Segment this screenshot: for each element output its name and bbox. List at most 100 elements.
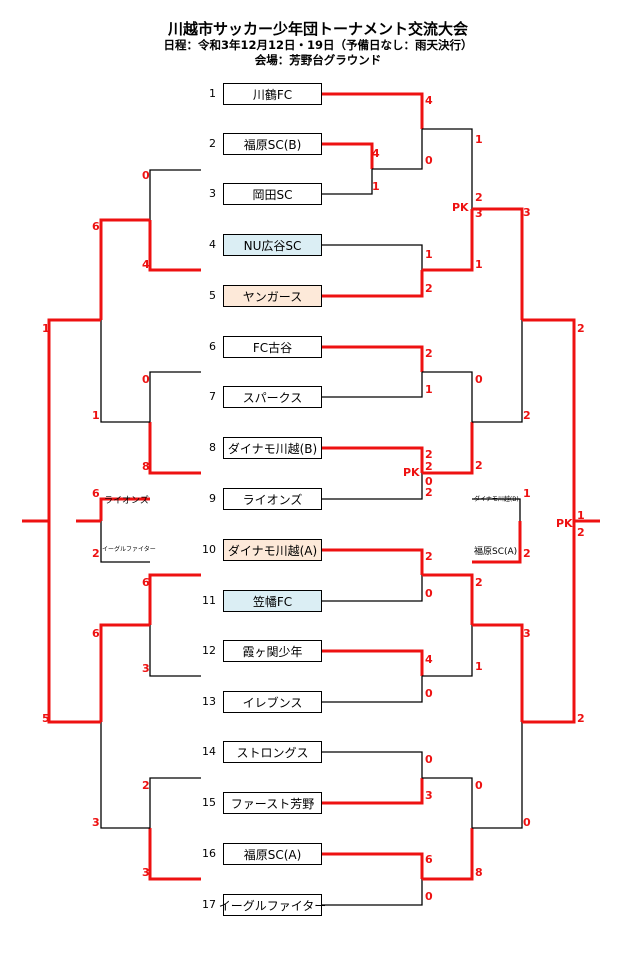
bracket-line-winner bbox=[47, 318, 101, 521]
score-label: 6 bbox=[92, 220, 100, 233]
score-label: 6 bbox=[92, 487, 100, 500]
bracket-line-winner bbox=[522, 318, 576, 521]
seed-number: 11 bbox=[202, 594, 216, 607]
bracket-line-winner bbox=[99, 623, 150, 722]
bracket-line bbox=[322, 372, 423, 398]
score-label: 2 bbox=[523, 547, 531, 560]
team-box: ライオンズ bbox=[223, 488, 322, 510]
left-final-team-top: ライオンズ bbox=[104, 495, 149, 506]
bracket-line-winner bbox=[322, 270, 424, 298]
team-box: イーグルファイター bbox=[219, 894, 326, 916]
score-label: 3 bbox=[142, 866, 150, 879]
score-label: 0 bbox=[425, 687, 433, 700]
bracket-line-winner bbox=[322, 852, 424, 879]
score-label: 0 bbox=[475, 373, 483, 386]
score-label: 4 bbox=[142, 258, 150, 271]
team-box: ダイナモ川越(B) bbox=[223, 437, 322, 459]
bracket-line bbox=[149, 625, 201, 677]
bracket-line-winner bbox=[522, 521, 576, 724]
bracket-line bbox=[422, 128, 473, 209]
bracket-line-winner bbox=[148, 828, 201, 881]
score-label: 0 bbox=[425, 753, 433, 766]
score-label: 2 bbox=[425, 282, 433, 295]
bracket-line-winner bbox=[148, 220, 201, 272]
score-label: 3 bbox=[425, 789, 433, 802]
score-label: 6 bbox=[142, 576, 150, 589]
bracket-line bbox=[100, 722, 150, 829]
bracket-line-winner bbox=[47, 521, 101, 724]
bracket-line bbox=[422, 625, 473, 677]
left-final-team-bottom: イーグルファイター bbox=[102, 546, 156, 554]
score-label: 8 bbox=[475, 866, 483, 879]
bracket-line-winner bbox=[472, 521, 522, 564]
bracket-line bbox=[322, 751, 423, 778]
bracket-line bbox=[322, 575, 423, 602]
score-label: 2 bbox=[475, 191, 483, 204]
bracket-line bbox=[149, 169, 201, 220]
score-label: 8 bbox=[142, 460, 150, 473]
score-label: 1 bbox=[372, 180, 380, 193]
seed-number: 13 bbox=[202, 695, 216, 708]
score-label: 6 bbox=[92, 627, 100, 640]
pk-label: PK bbox=[403, 466, 420, 479]
team-box: NU広谷SC bbox=[223, 234, 322, 256]
bracket-line-winner bbox=[322, 548, 424, 575]
venue-text: 会場：芳野台グラウンド bbox=[254, 53, 382, 67]
team-box: 笠幡FC bbox=[223, 590, 322, 612]
score-label: 0 bbox=[475, 779, 483, 792]
score-label: 3 bbox=[92, 816, 100, 829]
score-label: 2 bbox=[577, 526, 585, 539]
bracket-line bbox=[472, 320, 523, 423]
bracket-line bbox=[100, 320, 150, 423]
score-label: 0 bbox=[425, 475, 433, 488]
bracket-line-winner bbox=[322, 142, 374, 169]
score-label: 1 bbox=[425, 248, 433, 261]
team-box: 福原SC(A) bbox=[223, 843, 322, 865]
bracket-line bbox=[149, 371, 201, 422]
score-label: 3 bbox=[475, 207, 483, 220]
team-box: ダイナモ川越(A) bbox=[223, 539, 322, 561]
bracket-line-winner bbox=[148, 573, 201, 625]
bracket-line-winner bbox=[422, 573, 474, 625]
score-label: 2 bbox=[425, 550, 433, 563]
seed-number: 5 bbox=[209, 289, 216, 302]
bracket-line-winner bbox=[99, 218, 150, 320]
bracket-line-winner bbox=[322, 446, 424, 473]
bracket-line bbox=[100, 521, 150, 563]
score-label: 2 bbox=[425, 460, 433, 473]
bracket-line bbox=[322, 879, 423, 906]
score-label: 2 bbox=[523, 409, 531, 422]
bracket-line-winner bbox=[422, 422, 474, 475]
bracket-line-winner bbox=[472, 623, 524, 722]
right-final-team-bottom: 福原SC(A) bbox=[474, 546, 518, 557]
seed-number: 10 bbox=[202, 543, 216, 556]
team-box: ヤンガース bbox=[223, 285, 322, 307]
score-label: 0 bbox=[142, 169, 150, 182]
score-label: 3 bbox=[523, 206, 531, 219]
seed-number: 1 bbox=[209, 87, 216, 100]
bracket-line-winner bbox=[99, 497, 150, 521]
seed-number: 2 bbox=[209, 137, 216, 150]
bracket-line-winner bbox=[322, 345, 424, 372]
score-label: 2 bbox=[425, 448, 433, 461]
score-label: 1 bbox=[523, 487, 531, 500]
score-label: 1 bbox=[475, 258, 483, 271]
team-box: 川鶴FC bbox=[223, 83, 322, 105]
score-label: 4 bbox=[425, 94, 433, 107]
score-label: 2 bbox=[425, 347, 433, 360]
team-box: 岡田SC bbox=[223, 183, 322, 205]
score-label: 1 bbox=[92, 409, 100, 422]
seed-number: 16 bbox=[202, 847, 216, 860]
bracket-line-winner bbox=[422, 209, 474, 272]
score-label: 3 bbox=[142, 662, 150, 675]
seed-number: 17 bbox=[202, 898, 216, 911]
score-label: 1 bbox=[42, 322, 50, 335]
score-label: 3 bbox=[523, 627, 531, 640]
pk-label: PK bbox=[556, 517, 573, 530]
score-label: 1 bbox=[475, 133, 483, 146]
bracket-line bbox=[422, 371, 473, 422]
team-box: 霞ヶ関少年 bbox=[223, 640, 322, 662]
bracket-line-winner bbox=[148, 422, 201, 475]
score-label: 6 bbox=[425, 853, 433, 866]
score-label: 0 bbox=[523, 816, 531, 829]
